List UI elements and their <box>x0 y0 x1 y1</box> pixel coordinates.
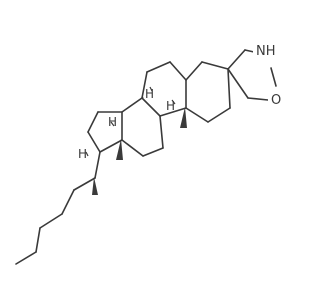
molecule-diagram: NH O H H H H <box>15 40 284 265</box>
ring-a <box>185 61 231 123</box>
wedge-bonds <box>92 107 187 195</box>
wedge-methyl-side <box>92 177 98 195</box>
side-chain <box>15 151 101 265</box>
label-nitrogen-h: NH <box>256 44 276 59</box>
label-h-c8: H <box>166 99 175 113</box>
hash-bonds <box>85 86 176 157</box>
label-h-c9: H <box>145 87 154 101</box>
label-h-c17: H <box>78 147 87 161</box>
ring-c <box>121 97 164 157</box>
wedge-methyl-c19 <box>180 107 187 128</box>
label-h-c14: H <box>108 115 117 129</box>
ring-b <box>141 61 187 117</box>
label-oxygen: O <box>271 93 281 108</box>
oxazolidine-ring <box>227 49 277 101</box>
wedge-methyl-c18 <box>116 139 123 160</box>
atom-labels: NH O H H H H <box>78 40 284 161</box>
ring-d <box>87 111 123 153</box>
